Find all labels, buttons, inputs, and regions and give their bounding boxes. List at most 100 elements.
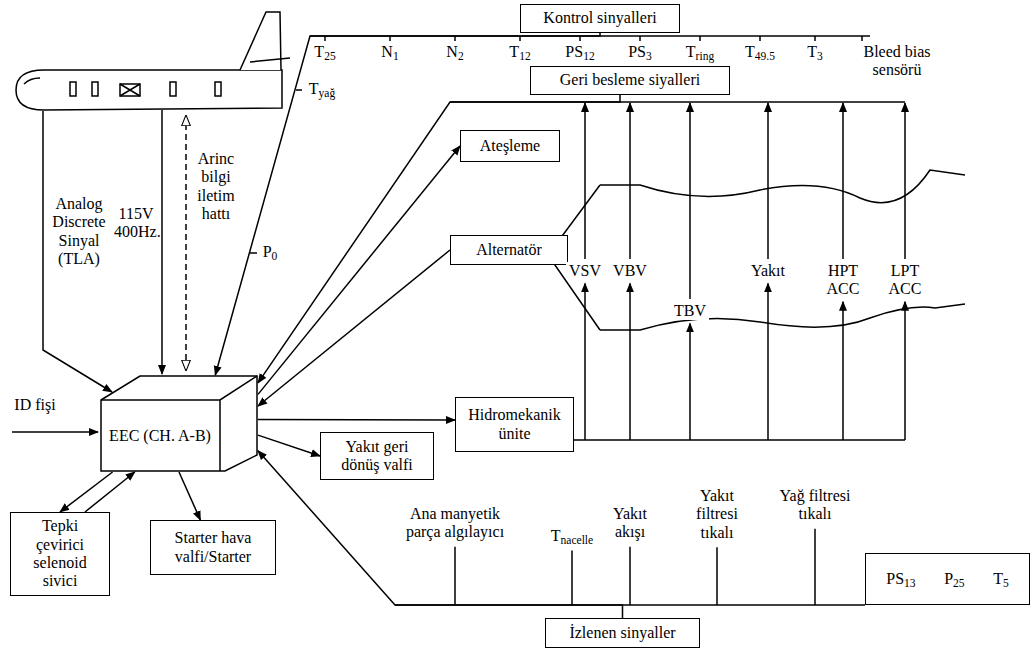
window [92,82,98,96]
node-text: Geri besleme siyalleri [560,71,700,89]
actuator-feed [689,323,691,440]
sensor-tick [814,529,816,605]
node-text: Ateşleme [480,137,540,155]
sensor-tick [629,547,631,605]
feedback-line [767,103,769,259]
actuator-name: VSV [566,262,604,280]
engine-outline [600,304,965,330]
signal-name: P0 [257,243,283,261]
signal-name: PS12 [558,43,602,61]
component-box: Tepki çevirici selenoid sivici [10,512,110,596]
node-text: Alternatör [476,241,542,259]
signal-name: N1 [370,43,410,61]
wire-label: Arinc bilgi iletim hattı [192,150,240,224]
hydraulic-bus [574,439,905,441]
actuator-feed [842,302,844,440]
feedback-line [584,103,586,259]
signal-name: T25 [305,43,345,61]
unit-outline [100,375,258,472]
signal-connector [258,451,623,618]
cargo-door [120,84,140,96]
feedback-line [904,103,906,259]
signal-name: T3 [797,43,833,61]
node-text: EEC (CH. A-B) [109,427,211,445]
signal-group-box: İzlenen sinyaller [545,618,700,648]
cockpit [24,78,40,84]
actuator-name: VBV [611,262,649,280]
sensor-group-box: PS13 P25 T5 [865,553,1030,605]
sensor-tick [250,90,302,253]
id-plug-wire [12,431,98,433]
component-box: Alternatör [450,235,568,265]
signal-name: Bleed bias sensörü [842,43,952,80]
analog-wire [43,111,112,392]
node-text: Yakıt geri dönüş valfi [327,438,427,475]
cargo-door [120,84,140,96]
signal-name: Ana manyetik parça algılayıcı [395,505,515,542]
wire-label: 115V 400Hz. [114,205,158,242]
signal-connector [60,472,113,512]
node-text: PS13 [886,570,915,588]
fuselage [16,70,282,110]
window [215,82,221,96]
node-text: P25 [944,570,964,588]
node-text: Starter hava valfi/Starter [157,529,269,566]
control-unit: EEC (CH. A-B) [100,375,258,472]
node-text: T5 [993,570,1009,588]
feedback-line [842,103,844,259]
wire-label: ID fişi [8,396,62,414]
signal-connector [258,435,320,456]
signal-connector [85,472,135,512]
signal-connector [258,95,620,383]
signal-group-box: Geri besleme siyalleri [530,66,730,95]
actuator-feed [584,283,586,440]
signal-name: N2 [435,43,475,61]
component-box: Starter hava valfi/Starter [150,520,276,575]
node-text: Hidromekanik ünite [462,406,567,443]
signal-name: Tnacelle [542,527,602,545]
node-text: İzlenen sinyaller [569,624,675,642]
actuator-feed [767,283,769,440]
stabilizer [250,58,290,62]
window [170,82,176,96]
arinc-bus [185,116,187,370]
signal-name: PS3 [620,43,660,61]
window [70,82,76,96]
feedback-line [629,103,631,259]
signal-name: T12 [500,43,540,61]
engine-outline [600,170,965,203]
signal-name: Yakıt akışı [603,505,658,542]
actuator-feed [629,283,631,440]
signal-name: Tring [678,43,722,61]
signal-connector [258,419,455,421]
component-box: Ateşleme [460,130,560,162]
component-box: Hidromekanik ünite [455,397,574,452]
sensor-tick [454,547,456,605]
signal-name: Yakıt filtresi tıkalı [681,487,753,542]
node-text: Kontrol sinyalleri [543,9,656,27]
wire-label: Analog Discrete Sinyal (TLA) [48,195,110,269]
unit-edge [101,376,257,471]
airplane [16,12,290,110]
actuator-name: Yakıt [746,262,790,280]
actuator-name: HPT ACC [823,262,863,299]
actuator-name: LPT ACC [885,262,925,299]
unit-outline [101,376,257,471]
node-text: Tepki çevirici selenoid sivici [17,517,103,591]
signal-connector [179,472,200,520]
actuator-name: TBV [671,302,709,320]
feedback-line [689,103,691,299]
signal-connector [258,146,460,394]
power-wire [161,110,163,374]
signal-name: Tyağ [300,80,344,98]
signal-name: T49.5 [738,43,782,61]
signal-group-box: Kontrol sinyalleri [520,4,680,33]
component-box: Yakıt geri dönüş valfi [320,432,434,480]
actuator-feed [904,302,906,440]
sensor-tick [716,547,718,605]
signal-name: Yağ filtresi tıkalı [779,487,851,524]
wires [12,36,965,605]
sensor-tick [571,550,573,605]
signal-connector [258,250,450,406]
